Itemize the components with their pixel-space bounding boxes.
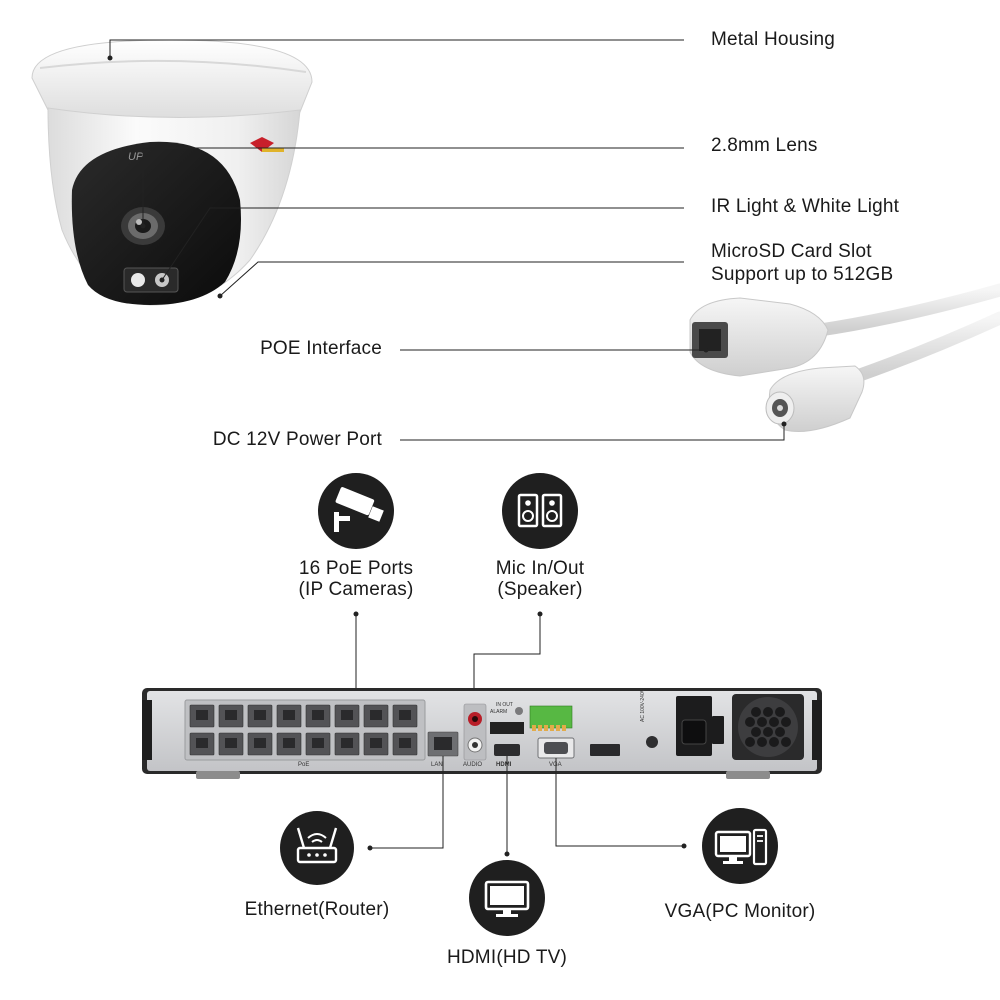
poe-ports-sublabel: (IP Cameras): [298, 579, 414, 600]
nvr-recorder: [142, 688, 822, 779]
hdmi-label: HDMI(HD TV): [446, 947, 568, 968]
panel-label-in-out: IN OUT: [496, 702, 513, 708]
metal-housing-leader: [109, 39, 684, 58]
tv-icon: [469, 860, 545, 936]
dc-power-leader: [400, 424, 785, 441]
dome-camera: UP: [31, 39, 313, 306]
metal-housing-label: Metal Housing: [711, 29, 836, 50]
camera-cables: [689, 283, 1000, 432]
panel-label-vga: VGA: [549, 762, 562, 768]
usb-port: [590, 744, 620, 756]
microsd-label: MicroSD Card Slot: [711, 241, 872, 262]
hdmi-port: [490, 707, 524, 756]
ethernet-leader: [370, 756, 444, 849]
poe-port-block: [184, 699, 426, 761]
microsd-leader: [219, 261, 684, 297]
mic-sublabel: (Speaker): [497, 579, 583, 600]
panel-label-hdmi: HDMI: [496, 762, 512, 768]
ethernet-label: Ethernet(Router): [244, 899, 390, 920]
vga-port: [537, 737, 575, 759]
cctv-camera-icon: [318, 473, 394, 549]
microsd-capacity-label: Support up to 512GB: [711, 264, 894, 285]
panel-label-alarm: ALARM: [490, 709, 508, 715]
panel-label-poe: PoE: [298, 762, 310, 768]
vga-leader: [555, 758, 684, 847]
pc-monitor-icon: [702, 808, 778, 884]
ir-light-label: IR Light & White Light: [711, 196, 900, 217]
speaker-icon: [502, 473, 578, 549]
panel-label-lan: LAN: [431, 762, 443, 768]
mic-leader: [473, 614, 541, 712]
dc-power-label: DC 12V Power Port: [212, 429, 382, 450]
lens-label: 2.8mm Lens: [711, 135, 818, 156]
lens-leader: [142, 147, 684, 226]
poe-interface-label: POE Interface: [260, 338, 382, 359]
fan-grille: [732, 694, 804, 760]
vga-label: VGA(PC Monitor): [664, 901, 816, 922]
panel-label-power: AC 100V-240V: [640, 688, 646, 722]
router-icon: [280, 811, 354, 885]
power-inlet: [676, 696, 724, 756]
alarm-terminal: [529, 705, 573, 729]
ir-light-leader: [161, 207, 684, 281]
panel-label-audio: AUDIO: [463, 762, 483, 768]
poe-ports-label: 16 PoE Ports: [298, 558, 414, 579]
audio-jacks: [463, 703, 487, 761]
mic-label: Mic In/Out: [495, 558, 585, 579]
svg-text:UP: UP: [128, 151, 144, 163]
